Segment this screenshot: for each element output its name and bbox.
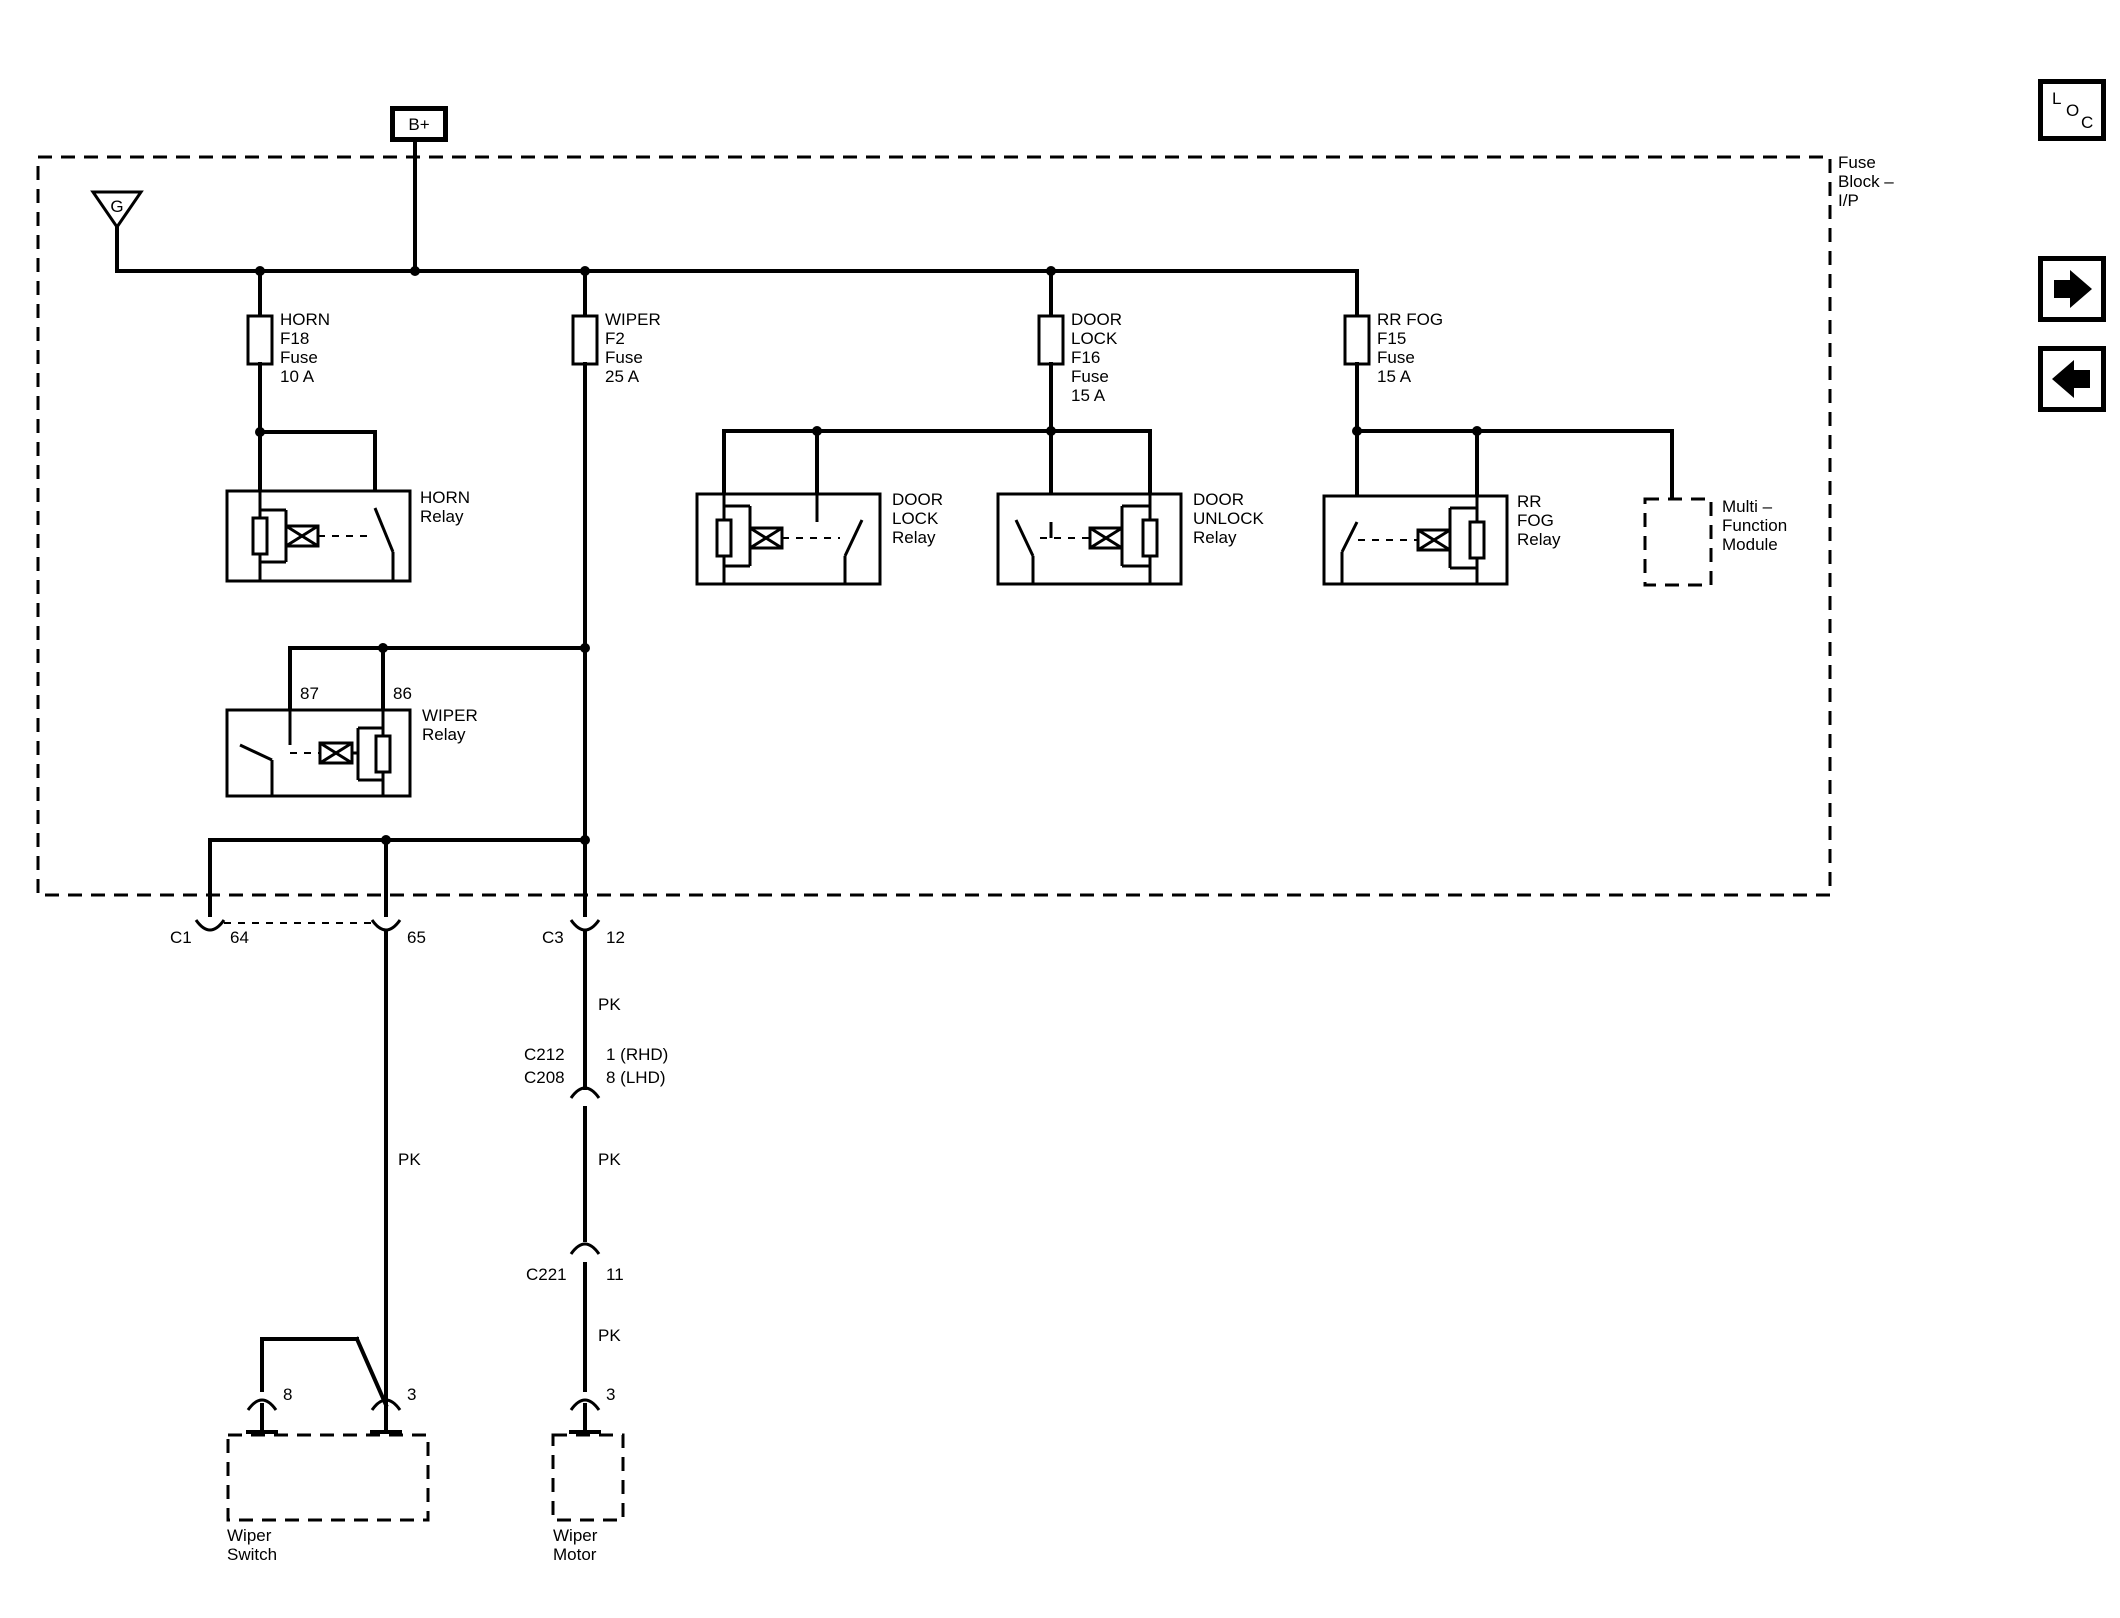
wiper-relay-label-2: Relay [422,725,466,744]
fuse-block-label-2: Block – [1838,172,1894,191]
rr-fog-fuse-label-1: RR FOG [1377,310,1443,329]
connector-c3 [569,901,601,1090]
c1-pin-65: 65 [407,928,426,947]
wiper-relay-pin-86: 86 [393,684,412,703]
fuse-block-label-3: I/P [1838,191,1859,210]
bplus-label: B+ [408,115,429,134]
door-lock-relay-label-3: Relay [892,528,936,547]
door-lock-relay-label-1: DOOR [892,490,943,509]
wire-color-pk-2: PK [598,1150,621,1169]
module-label-3: Module [1722,535,1778,554]
door-unlock-relay-label-1: DOOR [1193,490,1244,509]
wiper-fuse-label-4: 25 A [605,367,640,386]
horn-fuse-label-4: 10 A [280,367,315,386]
wire-color-pk-4: PK [398,1150,421,1169]
rr-fog-relay-label-1: RR [1517,492,1542,511]
multi-function-module [1643,497,1713,587]
horn-fuse-label-3: Fuse [280,348,318,367]
location-button[interactable]: L O C [2038,79,2106,141]
rr-fog-fuse-symbol [1343,314,1371,366]
wire-color-pk-3: PK [598,1326,621,1345]
door-lock-fuse-label-2: LOCK [1071,329,1118,348]
c3-label: C3 [542,928,564,947]
module-label-1: Multi – [1722,497,1773,516]
wiper-switch [226,1336,430,1522]
arrow-left-icon [2052,360,2090,398]
wiper-fuse-label-2: F2 [605,329,625,348]
horn-relay-label-1: HORN [420,488,470,507]
door-lock-fuse-label-1: DOOR [1071,310,1122,329]
wiper-motor [551,1398,625,1522]
wiper-motor-label-2: Motor [553,1545,597,1564]
arrow-right-icon [2054,270,2092,308]
c208-pin: 8 (LHD) [606,1068,666,1087]
wiper-switch-label-2: Switch [227,1545,277,1564]
wiper-switch-pin-3: 3 [407,1385,416,1404]
door-lock-relay [695,492,882,586]
loc-letter-o: O [2066,101,2079,120]
previous-page-button[interactable] [2038,346,2106,412]
fuse-block-label-1: Fuse [1838,153,1876,172]
connector-c221 [569,1242,601,1392]
next-page-button[interactable] [2038,256,2106,322]
battery-positive-terminal: B+ [390,106,448,142]
wiper-switch-pin-8: 8 [283,1385,292,1404]
c212-pin: 1 (RHD) [606,1045,668,1064]
horn-fuse-label-1: HORN [280,310,330,329]
horn-fuse-symbol [246,314,274,366]
rr-fog-fuse-label-3: Fuse [1377,348,1415,367]
wiper-switch-label-1: Wiper [227,1526,272,1545]
c3-pin-12: 12 [606,928,625,947]
wire-color-pk-1: PK [598,995,621,1014]
loc-letter-c: C [2081,113,2093,132]
connector-c1 [194,901,402,1407]
rr-fog-relay-label-3: Relay [1517,530,1561,549]
door-lock-fuse-symbol [1037,314,1065,366]
door-lock-fuse-label-4: Fuse [1071,367,1109,386]
c208-label: C208 [524,1068,565,1087]
c221-label: C221 [526,1265,567,1284]
wiper-fuse-label-1: WIPER [605,310,661,329]
connector-c212-c208 [569,1086,601,1242]
c1-label: C1 [170,928,192,947]
module-label-2: Function [1722,516,1787,535]
horn-relay-label-2: Relay [420,507,464,526]
door-unlock-relay [996,492,1183,586]
wiper-relay [225,708,412,798]
loc-letter-l: L [2052,89,2061,108]
door-lock-fuse-label-3: F16 [1071,348,1100,367]
horn-relay [225,489,412,583]
wiper-relay-pin-87: 87 [300,684,319,703]
wiper-fuse-symbol [571,314,599,366]
door-unlock-relay-label-3: Relay [1193,528,1237,547]
c221-pin-11: 11 [606,1265,624,1284]
rr-fog-fuse-label-2: F15 [1377,329,1406,348]
wiper-relay-label-1: WIPER [422,706,478,725]
c1-pin-64: 64 [230,928,249,947]
ground-label: G [110,197,123,216]
c212-label: C212 [524,1045,565,1064]
rr-fog-relay-label-2: FOG [1517,511,1554,530]
horn-fuse-label-2: F18 [280,329,309,348]
wiper-motor-label-1: Wiper [553,1526,598,1545]
door-lock-fuse-label-5: 15 A [1071,386,1106,405]
rr-fog-fuse-label-4: 15 A [1377,367,1412,386]
ground-symbol: G [90,190,144,230]
wiper-motor-pin-3: 3 [606,1385,615,1404]
rr-fog-relay [1322,494,1509,586]
wiper-fuse-label-3: Fuse [605,348,643,367]
door-unlock-relay-label-2: UNLOCK [1193,509,1265,528]
door-lock-relay-label-2: LOCK [892,509,939,528]
